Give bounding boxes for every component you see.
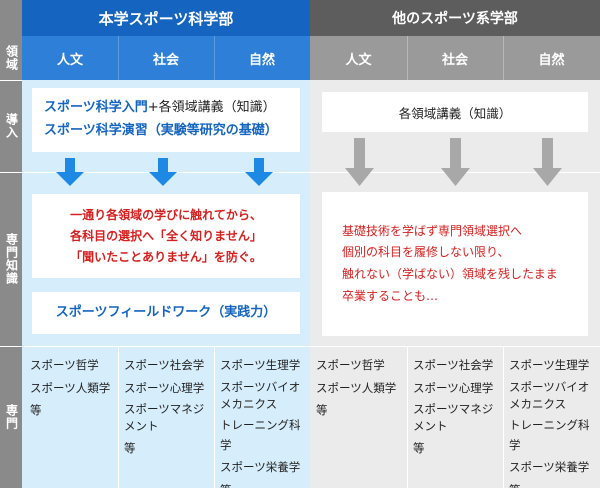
list-item: スポーツ哲学 bbox=[30, 358, 99, 372]
ours-intro-line2: スポーツ科学演習（実験等研究の基礎） bbox=[44, 123, 278, 138]
list-item: スポーツバイオメカニクス bbox=[220, 379, 301, 411]
ours-fieldwork-label: スポーツフィールドワーク（実践力） bbox=[55, 304, 277, 320]
arrow-down-icon bbox=[245, 158, 273, 186]
list-item: スポーツ哲学 bbox=[316, 358, 385, 372]
row-label-domain: 領域 bbox=[0, 36, 22, 80]
list-item: スポーツ社会学 bbox=[124, 358, 205, 372]
list-item: スポーツ生理学 bbox=[509, 358, 590, 372]
list-item: 等 bbox=[413, 440, 425, 455]
other-field-humanities: 人文 bbox=[310, 36, 407, 80]
ours-knowledge-box: 一通り各領域の学びに触れてから、 各科目の選択へ「全く知りません」 「聞いたこと… bbox=[32, 194, 300, 278]
other-list-humanities: スポーツ哲学 スポーツ人類学 等 bbox=[310, 350, 407, 430]
list-item: 等 bbox=[220, 481, 304, 488]
list-item: スポーツ栄養学 bbox=[220, 460, 301, 475]
ours-list-society: スポーツ社会学 スポーツ心理学 スポーツマネジメント 等 bbox=[118, 350, 214, 467]
other-field-humanities-label: 人文 bbox=[345, 52, 372, 68]
list-item: スポーツマネジメント bbox=[413, 402, 494, 434]
arrow-down-icon bbox=[441, 138, 470, 186]
other-list-nature: スポーツ生理学 スポーツバイオメカニクス トレーニング科学 スポーツ栄養学 等 bbox=[503, 350, 600, 488]
ours-fieldwork-box: スポーツフィールドワーク（実践力） bbox=[32, 292, 300, 334]
arrow-down-icon bbox=[345, 138, 374, 186]
ours-intro-line1-plain: +各領域講義（知識） bbox=[147, 100, 276, 116]
header-other: 他のスポーツ系学部 bbox=[310, 0, 600, 36]
ours-intro-line1-bold: スポーツ科学入門 bbox=[44, 100, 148, 116]
row-label-specialty-text: 専門 bbox=[4, 404, 19, 430]
other-knowledge-line4: 卒業することも… bbox=[342, 288, 439, 303]
col-divider bbox=[118, 346, 119, 488]
header-ours-title: 本学スポーツ科学部 bbox=[98, 9, 234, 28]
header-other-title: 他のスポーツ系学部 bbox=[392, 11, 518, 27]
arrow-down-icon bbox=[56, 158, 84, 186]
row-divider bbox=[22, 172, 600, 173]
ours-list-nature: スポーツ生理学 スポーツバイオメカニクス トレーニング科学 スポーツ栄養学 等 bbox=[214, 350, 310, 488]
label-divider bbox=[0, 80, 22, 81]
other-list-society: スポーツ社会学 スポーツ心理学 スポーツマネジメント 等 bbox=[407, 350, 503, 467]
sub-divider bbox=[118, 36, 119, 80]
list-item: スポーツ心理学 bbox=[413, 380, 494, 395]
ours-field-nature: 自然 bbox=[214, 36, 310, 80]
ours-field-humanities-label: 人文 bbox=[56, 52, 83, 68]
ours-knowledge-line3: 「聞いたことありません」を防ぐ。 bbox=[70, 249, 262, 264]
list-item: スポーツ人類学 bbox=[30, 380, 111, 395]
ours-knowledge-line1: 一通り各領域の学びに触れてから、 bbox=[70, 207, 262, 222]
arrow-down-icon bbox=[533, 138, 562, 186]
list-item: 等 bbox=[124, 440, 136, 455]
list-item: スポーツマネジメント bbox=[124, 402, 205, 434]
other-knowledge-line2: 個別の科目を履修しない限り、 bbox=[342, 245, 510, 260]
row-label-specialty-knowledge: 専門知識 bbox=[0, 172, 22, 346]
label-divider bbox=[0, 172, 22, 173]
other-arrows bbox=[345, 138, 562, 186]
ours-intro-line1: スポーツ科学入門+各領域講義（知識） bbox=[44, 97, 276, 120]
sub-divider bbox=[503, 36, 504, 80]
other-field-society: 社会 bbox=[407, 36, 503, 80]
other-knowledge-box: 基礎技術を学ばず専門領域選択へ 個別の科目を履修しない限り、 触れない（学ばない… bbox=[322, 192, 588, 336]
col-divider bbox=[407, 346, 408, 488]
list-item: スポーツ生理学 bbox=[220, 358, 301, 372]
ours-list-humanities: スポーツ哲学 スポーツ人類学 等 bbox=[24, 350, 118, 430]
other-field-society-label: 社会 bbox=[441, 52, 468, 68]
ours-field-humanities: 人文 bbox=[22, 36, 118, 80]
other-intro-box: 各領域講義（知識） bbox=[322, 92, 588, 132]
other-field-nature: 自然 bbox=[503, 36, 600, 80]
list-item: トレーニング科学 bbox=[509, 418, 590, 452]
row-label-specialty-knowledge-text: 専門知識 bbox=[4, 233, 19, 285]
ours-field-society-label: 社会 bbox=[152, 52, 179, 68]
header-ours: 本学スポーツ科学部 bbox=[22, 0, 310, 36]
other-intro-line1: 各領域講義（知識） bbox=[398, 105, 512, 121]
list-item: 等 bbox=[509, 481, 594, 488]
list-item: スポーツ人類学 bbox=[316, 380, 397, 395]
list-item: スポーツ栄養学 bbox=[509, 460, 590, 475]
ours-field-society: 社会 bbox=[118, 36, 214, 80]
sub-divider bbox=[407, 36, 408, 80]
list-item: スポーツ心理学 bbox=[124, 380, 205, 395]
ours-knowledge-line2: 各科目の選択へ「全く知りません」 bbox=[70, 228, 262, 243]
list-item: スポーツ社会学 bbox=[413, 358, 494, 372]
arrow-down-icon bbox=[149, 158, 177, 186]
row-label-intro-text: 導入 bbox=[4, 113, 19, 139]
list-item: 等 bbox=[316, 403, 328, 418]
other-knowledge-line1: 基礎技術を学ばず専門領域選択へ bbox=[342, 223, 523, 238]
label-divider bbox=[0, 346, 22, 347]
col-divider bbox=[214, 346, 215, 488]
ours-arrows bbox=[56, 158, 273, 186]
list-item: 等 bbox=[30, 403, 42, 418]
row-label-specialty: 専門 bbox=[0, 346, 22, 488]
col-divider bbox=[503, 346, 504, 488]
row-divider bbox=[22, 346, 600, 347]
other-field-nature-label: 自然 bbox=[538, 52, 565, 68]
ours-field-nature-label: 自然 bbox=[248, 52, 275, 68]
sub-divider bbox=[214, 36, 215, 80]
row-label-domain-text: 領域 bbox=[4, 45, 19, 71]
list-item: トレーニング科学 bbox=[220, 418, 301, 452]
row-label-intro: 導入 bbox=[0, 80, 22, 172]
ours-intro-box: スポーツ科学入門+各領域講義（知識） スポーツ科学演習（実験等研究の基礎） bbox=[32, 88, 300, 152]
list-item: スポーツバイオメカニクス bbox=[509, 379, 590, 411]
other-knowledge-line3: 触れない（学ばない）領域を残したまま bbox=[342, 267, 558, 281]
